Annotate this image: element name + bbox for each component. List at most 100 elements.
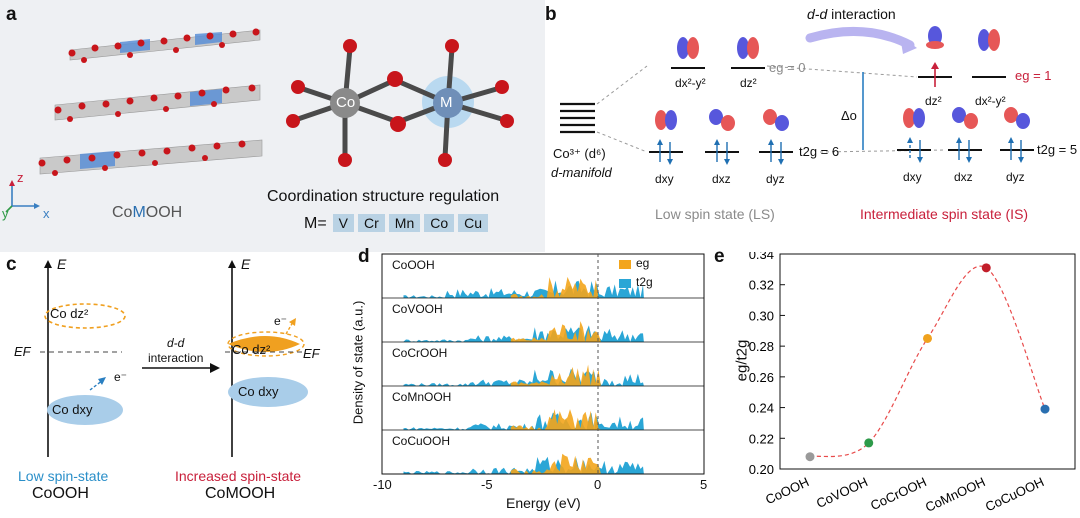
left-ef-label: EF bbox=[14, 344, 31, 359]
panel-b-label: b bbox=[545, 4, 557, 25]
panel-e-label: e bbox=[714, 246, 725, 267]
y-tick-label: 0.20 bbox=[749, 462, 774, 477]
dos-eg-trace bbox=[510, 409, 601, 430]
delta-label: Δo bbox=[841, 108, 857, 123]
data-point-coooh bbox=[805, 452, 815, 462]
is-spins bbox=[909, 140, 1022, 160]
axis-y-label: y bbox=[2, 206, 9, 221]
atom-co-label: Co bbox=[336, 94, 356, 111]
x-category-label: CoCuOOH bbox=[983, 474, 1046, 514]
dd-title-italic: d-d bbox=[807, 6, 828, 22]
data-point-comnooh bbox=[981, 263, 991, 273]
ls-t2g-orbital-1: dxy bbox=[655, 172, 674, 186]
right-compound: CoMOOH bbox=[205, 485, 276, 502]
y-tick-label: 0.32 bbox=[749, 278, 774, 293]
d-manifold-levels bbox=[560, 102, 595, 134]
ls-caption: Low spin state (LS) bbox=[655, 206, 775, 222]
dos-xlabel: Energy (eV) bbox=[506, 495, 581, 511]
dos-t2g-trace bbox=[403, 280, 644, 298]
dos-label-comnooh: CoMnOOH bbox=[392, 390, 452, 404]
y-tick-label: 0.34 bbox=[749, 252, 774, 262]
oxide-layer-1 bbox=[68, 28, 261, 63]
y-tick-label: 0.26 bbox=[749, 370, 774, 385]
right-dxy-label: Co dxy bbox=[238, 384, 279, 399]
eg0-label: eg = 0 bbox=[769, 60, 806, 75]
t2g6-label: t2g = 6 bbox=[799, 144, 840, 159]
left-dz2-label: Co dz² bbox=[50, 306, 89, 321]
is-t2g-orbital-2: dxz bbox=[954, 170, 973, 184]
is-caption: Intermediate spin state (IS) bbox=[860, 206, 1029, 222]
panel-a-label: a bbox=[6, 4, 17, 25]
axis-e-left: E bbox=[57, 256, 67, 272]
is-eg-orbital-1: dz² bbox=[925, 94, 942, 108]
is-eg-orbital-2: dx²-y² bbox=[975, 94, 1006, 108]
dos-t2g-trace bbox=[403, 412, 644, 430]
dd-label-line1: d-d bbox=[167, 336, 185, 350]
co-ion-label: Co³⁺ (d⁶) bbox=[553, 146, 606, 161]
y-tick-label: 0.22 bbox=[749, 431, 774, 446]
right-caption: Increased spin-state bbox=[175, 468, 302, 484]
dos-eg-trace bbox=[510, 364, 601, 386]
data-point-cocrooh bbox=[923, 333, 932, 343]
is-t2g-orbital-1: dxy bbox=[903, 170, 922, 184]
dos-xtick-1: -10 bbox=[373, 477, 392, 492]
legend-t2g: t2g bbox=[636, 275, 653, 289]
crystal-structure bbox=[5, 28, 514, 213]
left-compound: CoOOH bbox=[32, 485, 89, 502]
dos-plot bbox=[381, 253, 705, 475]
panel-c: c E E Co dz² EF e⁻ Co dxy d-d interactio… bbox=[0, 252, 340, 518]
left-electron-label: e⁻ bbox=[114, 370, 128, 384]
ls-eg-orbital-1: dx²-y² bbox=[675, 76, 706, 90]
left-dxy-label: Co dxy bbox=[52, 402, 93, 417]
dos-t2g-trace bbox=[403, 368, 644, 386]
dos-ylabel: Density of state (a.u.) bbox=[350, 300, 366, 425]
x-category-label: CoOOH bbox=[763, 474, 811, 507]
left-caption: Low spin-state bbox=[18, 468, 109, 484]
t2g5-label: t2g = 5 bbox=[1037, 142, 1078, 157]
oxide-layer-2 bbox=[54, 84, 261, 122]
metal-cu: Cu bbox=[458, 214, 489, 232]
ls-eg-orbital-2: dz² bbox=[740, 76, 757, 90]
spin-state-schematic bbox=[40, 260, 308, 457]
right-dz2-label: Co dz² bbox=[232, 342, 271, 357]
coordination-dimer bbox=[286, 39, 514, 167]
dd-label-line2: interaction bbox=[148, 351, 204, 365]
axes-indicator bbox=[5, 184, 36, 213]
axis-x-label: x bbox=[43, 206, 50, 221]
dos-label-cooh: CoOOH bbox=[392, 258, 435, 272]
dos-eg-trace bbox=[510, 453, 601, 474]
legend-eg: eg bbox=[636, 256, 650, 270]
metal-v: V bbox=[332, 214, 355, 232]
dd-interaction-arrow bbox=[805, 27, 915, 50]
ls-t2g-orbital-3: dyz bbox=[766, 172, 785, 186]
right-ef-label: EF bbox=[303, 346, 320, 361]
metal-list-label: M= bbox=[304, 215, 327, 232]
panel-b: b bbox=[545, 0, 1080, 252]
data-point-covooh bbox=[864, 438, 874, 448]
dos-eg-trace bbox=[510, 321, 601, 342]
ls-spins bbox=[659, 142, 782, 162]
dos-xtick-4: 5 bbox=[700, 477, 708, 492]
panel-d: d eg t2g CoOOH CoVOOH CoCrOOH CoMnOOH Co… bbox=[340, 246, 720, 518]
dos-label-cocuooh: CoCuOOH bbox=[392, 434, 451, 448]
data-point-cocuooh bbox=[1040, 404, 1050, 414]
panel-d-label: d bbox=[358, 246, 370, 267]
dos-label-covooh: CoVOOH bbox=[392, 302, 443, 316]
ls-t2g-orbital-2: dxz bbox=[712, 172, 731, 186]
y-tick-label: 0.30 bbox=[749, 308, 774, 323]
metal-cr: Cr bbox=[358, 214, 385, 232]
compound-prefix: Co bbox=[112, 204, 133, 221]
y-tick-label: 0.24 bbox=[749, 401, 774, 416]
dd-title: d-d interaction bbox=[807, 6, 896, 22]
is-t2g-orbital-3: dyz bbox=[1006, 170, 1025, 184]
panel-a: a bbox=[0, 0, 545, 252]
compound-name: CoMOOH bbox=[112, 204, 182, 222]
crystal-field-diagram bbox=[560, 26, 1034, 165]
dos-eg-trace bbox=[510, 276, 601, 298]
panel-c-label: c bbox=[6, 254, 17, 275]
dos-label-cocrooh: CoCrOOH bbox=[392, 346, 448, 360]
right-electron-label: e⁻ bbox=[274, 314, 288, 328]
